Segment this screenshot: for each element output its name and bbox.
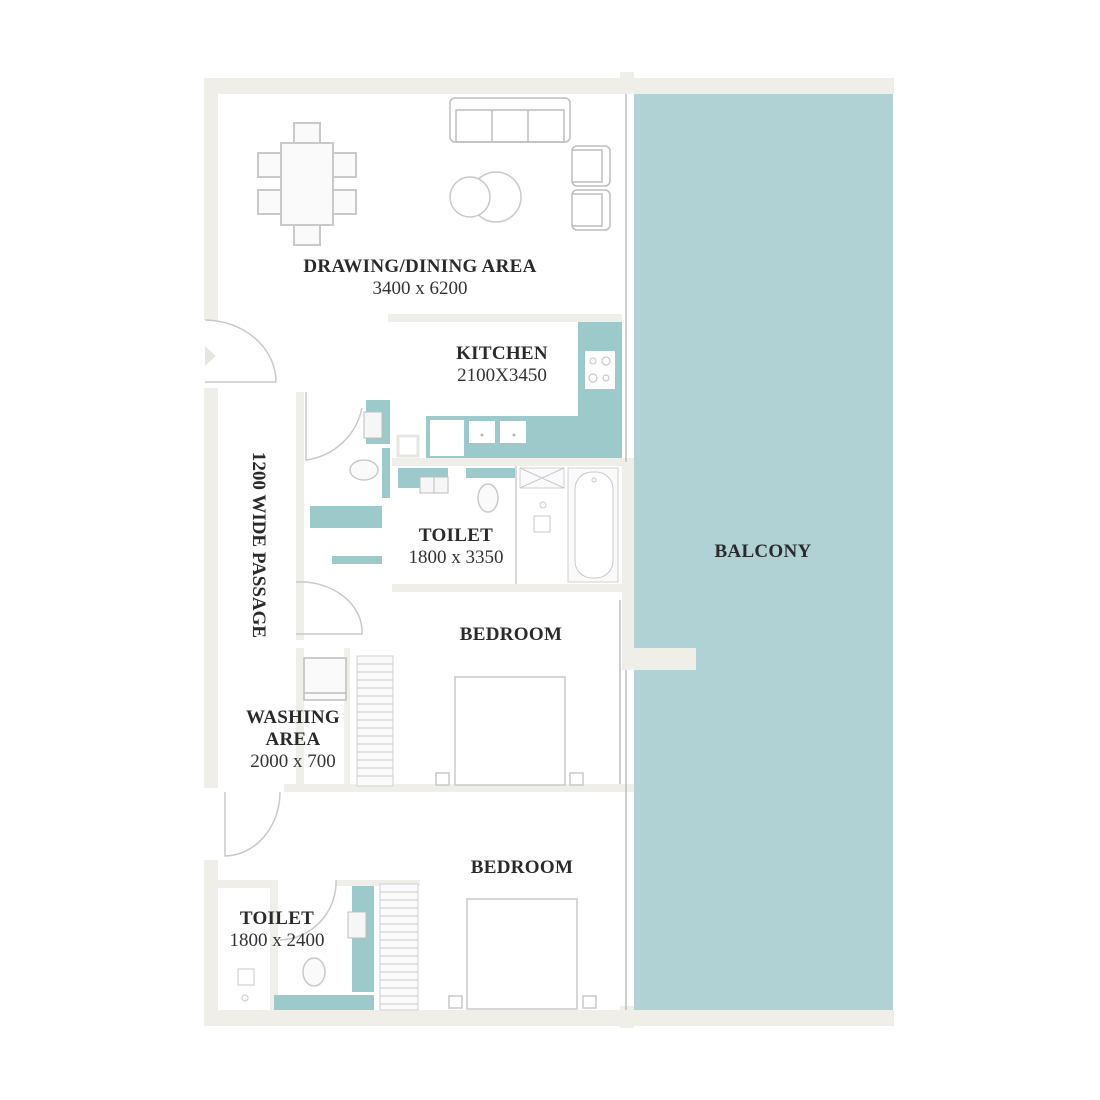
bed-1-icon — [435, 676, 584, 786]
room-name: BEDROOM — [470, 857, 574, 878]
room-label-balcony: BALCONY — [714, 541, 811, 563]
room-name-line2: AREA — [265, 728, 321, 750]
bedroom-1-door-icon — [295, 581, 363, 635]
room-name: TOILET — [418, 525, 494, 546]
toilet-small-fixtures — [305, 392, 390, 564]
sink-icon — [430, 420, 526, 456]
toilet-2-fixtures — [237, 879, 374, 1010]
room-name: TOILET — [239, 908, 315, 929]
room-name-line1: WASHING — [246, 707, 340, 728]
room-label-passage: 1200 WIDE PASSAGE — [248, 451, 269, 639]
room-label-kitchen: KITCHEN 2100X3450 — [456, 343, 548, 387]
fridge-icon — [396, 434, 420, 458]
sofa-icon — [449, 97, 611, 231]
room-dimensions: 1800 x 2400 — [229, 929, 325, 951]
stove-icon — [585, 351, 615, 389]
dining-table-icon — [257, 122, 357, 246]
room-label-washing-area: WASHING AREA 2000 x 700 — [246, 707, 340, 773]
room-label-toilet-2: TOILET 1800 x 2400 — [230, 908, 325, 952]
room-label-bedroom-2: BEDROOM — [471, 857, 573, 879]
room-dimensions: 2000 x 700 — [250, 750, 336, 772]
washing-machine-icon — [303, 657, 347, 701]
toilet-1-fixtures — [398, 466, 619, 584]
room-name: KITCHEN — [456, 343, 548, 364]
walls — [204, 72, 894, 1028]
wardrobe-1-icon — [356, 655, 394, 787]
entry-arrow-icon — [205, 346, 216, 366]
bed-2-icon — [448, 898, 597, 1010]
room-label-drawing-dining: DRAWING/DINING AREA 3400 x 6200 — [303, 256, 536, 300]
balcony-area — [634, 94, 893, 1010]
bedroom-2-door-icon — [224, 791, 281, 857]
room-dimensions: 2100X3450 — [457, 364, 547, 386]
entry-door-icon — [204, 319, 277, 383]
room-dimensions: 3400 x 6200 — [372, 277, 468, 299]
coffee-table-icon — [449, 171, 522, 223]
room-name: DRAWING/DINING AREA — [303, 256, 537, 277]
room-dimensions: 1800 x 3350 — [408, 546, 504, 568]
room-name: BALCONY — [714, 541, 812, 562]
room-name: BEDROOM — [459, 624, 563, 645]
room-label-toilet-1: TOILET 1800 x 3350 — [409, 525, 504, 569]
room-label-bedroom-1: BEDROOM — [460, 624, 562, 646]
wardrobe-stripes — [357, 663, 418, 1005]
wall-lines — [619, 94, 627, 1010]
wardrobe-2-icon — [379, 883, 419, 1011]
